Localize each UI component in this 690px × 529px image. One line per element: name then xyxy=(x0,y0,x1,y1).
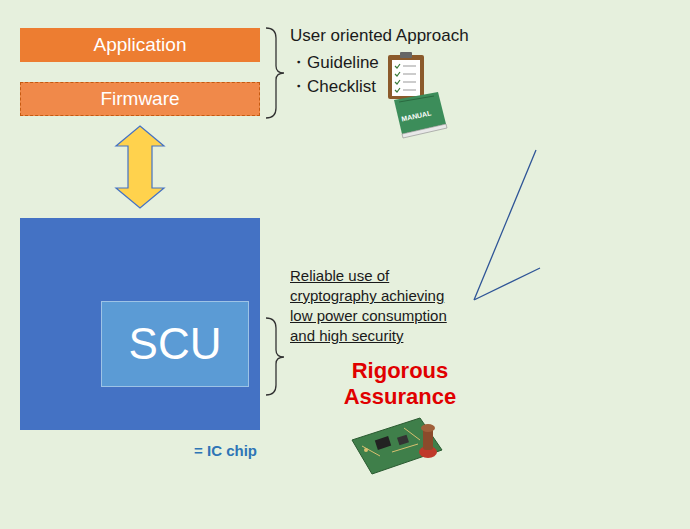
right-brace xyxy=(266,28,284,118)
box-caption: = IC chip xyxy=(194,442,257,459)
checklist-icon xyxy=(388,52,424,99)
manual-book-icon xyxy=(394,92,447,138)
firmware-box: Firmware xyxy=(20,82,260,116)
box-label: Firmware xyxy=(100,88,179,110)
book-title: MANUAL xyxy=(401,107,445,123)
box-label: SCU xyxy=(129,319,222,369)
ic-chip-box: = IC chipSCU xyxy=(20,218,260,430)
circuit-board-icon xyxy=(352,418,442,474)
approach-heading: User oriented Approach xyxy=(290,26,530,46)
double-arrow xyxy=(116,126,164,208)
box-label: Application xyxy=(94,34,187,56)
description-text: Reliable use of cryptography achieving l… xyxy=(290,266,462,346)
emphasis-text: Rigorous Assurance xyxy=(330,358,470,410)
scu-box: SCU xyxy=(101,301,249,387)
bullet-item: ・Checklist xyxy=(290,75,390,98)
right-brace xyxy=(266,318,284,395)
bullet-item: ・Guideline xyxy=(290,51,390,74)
application-box: Application xyxy=(20,28,260,62)
callout-line xyxy=(474,150,540,300)
